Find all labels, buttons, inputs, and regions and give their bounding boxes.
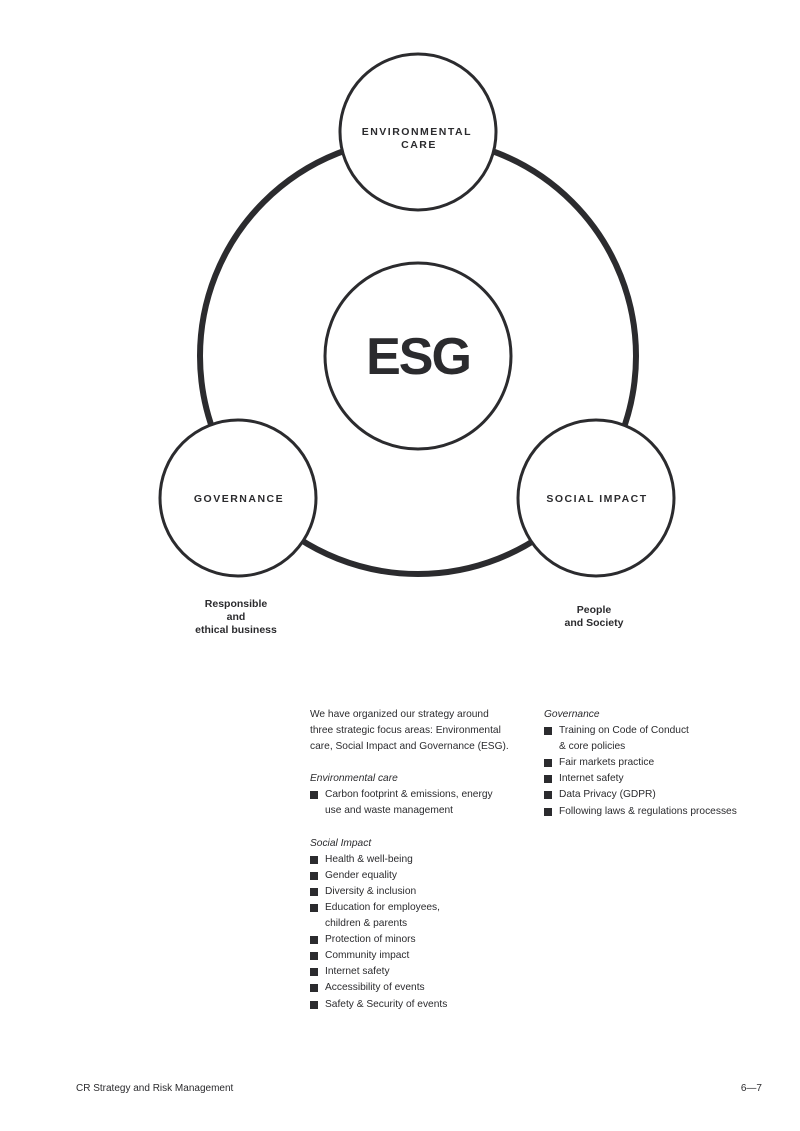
- intro-line: care, Social Impact and Governance (ESG)…: [310, 741, 509, 753]
- governance-caption-line: ethical business: [195, 624, 277, 636]
- list-item: Data Privacy (GDPR): [544, 787, 784, 803]
- list-item: Accessibility of events: [310, 980, 535, 996]
- bullet-square: [310, 984, 318, 993]
- social-heading: Social Impact: [310, 837, 372, 849]
- bullet-square: [310, 952, 318, 961]
- environmental-heading: Environmental care: [310, 773, 398, 785]
- social-impact-node: [516, 418, 676, 578]
- governance-heading: Governance: [544, 709, 600, 720]
- bullet-square: [544, 727, 552, 736]
- environmental-care-label-line2: CARE: [401, 139, 437, 151]
- list-item: Internet safety: [310, 964, 535, 980]
- list-item: Gender equality: [310, 868, 535, 884]
- bullet-square: [310, 968, 318, 977]
- list-item: Protection of minors: [310, 932, 535, 948]
- governance-caption-line: Responsible: [204, 598, 268, 610]
- esg-diagram: ESG ENVIRONMENTAL CARE GOVERNANCE SOCIAL…: [158, 52, 676, 578]
- social-impact-caption-line: and Society: [564, 617, 624, 629]
- list-item: Training on Code of Conduct& core polici…: [544, 723, 784, 755]
- governance-label: GOVERNANCE: [194, 493, 284, 505]
- list-item: Diversity & inclusion: [310, 884, 535, 900]
- list-item: Following laws & regulations processes: [544, 804, 784, 820]
- intro-line: We have organized our strategy around: [310, 709, 489, 720]
- social-list: Health & well-being Gender equality Dive…: [310, 852, 535, 1013]
- bullet-square: [310, 936, 318, 945]
- governance-caption: Responsible and ethical business: [176, 598, 296, 637]
- bullet-square: [544, 759, 552, 768]
- bullet-square: [310, 903, 318, 912]
- bullet-square: [310, 1000, 318, 1009]
- social-impact-caption-line: People: [576, 604, 612, 616]
- social-impact-caption: People and Society: [534, 604, 654, 630]
- bullet-square: [310, 791, 318, 800]
- governance-list: Training on Code of Conduct& core polici…: [544, 723, 784, 820]
- bullet-square: [310, 871, 318, 880]
- environmental-care-node: [338, 52, 498, 212]
- list-item: Fair markets practice: [544, 755, 784, 771]
- bullet-square: [544, 791, 552, 800]
- intro-paragraph: We have organized our strategy around th…: [310, 707, 535, 755]
- bullet-square: [544, 807, 552, 816]
- list-item: Education for employees,children & paren…: [310, 900, 535, 932]
- list-item: Community impact: [310, 948, 535, 964]
- page-number: 6—7: [740, 1083, 762, 1094]
- environmental-care-label-line1: ENVIRONMENTAL: [362, 126, 472, 138]
- list-item: Safety & Security of events: [310, 997, 535, 1013]
- text-column-left: We have organized our strategy around th…: [310, 707, 535, 1013]
- bullet-square: [310, 887, 318, 896]
- list-item: Internet safety: [544, 771, 784, 787]
- esg-center-label: ESG: [366, 328, 470, 386]
- footer-title: CR Strategy and Risk Management: [76, 1083, 234, 1094]
- social-impact-label: SOCIAL IMPACT: [546, 493, 647, 505]
- bullet-square: [310, 855, 318, 864]
- governance-node: [158, 418, 318, 578]
- list-item: Health & well-being: [310, 852, 535, 868]
- bullet-square: [544, 775, 552, 784]
- governance-caption-line: and: [226, 611, 246, 623]
- text-column-right: Governance Training on Code of Conduct& …: [544, 707, 784, 820]
- intro-line: three strategic focus areas: Environment…: [310, 725, 501, 737]
- esg-center-circle: [323, 261, 513, 451]
- environmental-care-label: ENVIRONMENTAL CARE: [362, 126, 477, 151]
